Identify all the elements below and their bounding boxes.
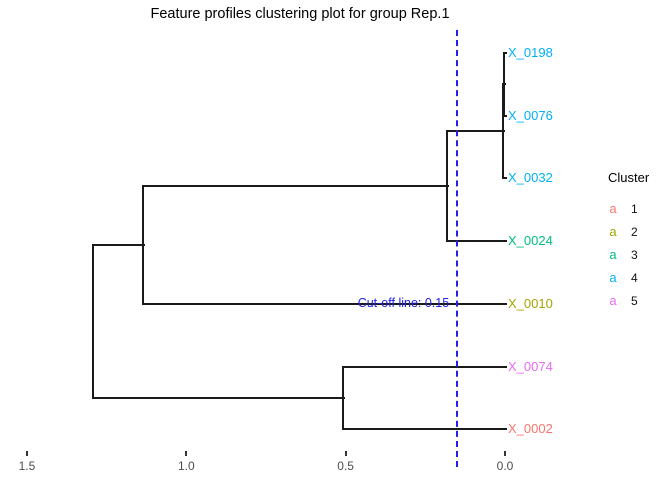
leaf-label: X_0010	[508, 295, 553, 311]
dendrogram-branch	[91, 244, 145, 247]
legend-key-glyph: a	[609, 270, 617, 285]
legend-title: Cluster	[608, 170, 650, 185]
cutoff-line	[456, 30, 459, 467]
leaf-label: X_0074	[508, 358, 553, 374]
axis-tick-label: 0.0	[496, 459, 514, 473]
axis-tick-mark	[344, 451, 347, 456]
legend-item-label: 5	[631, 293, 638, 308]
axis-tick-label: 0.5	[337, 459, 354, 473]
legend-key-glyph: a	[609, 247, 617, 262]
legend-key-glyph: a	[609, 224, 617, 239]
axis-tick-mark	[25, 451, 28, 456]
axis-tick-label: 1.5	[18, 459, 36, 473]
dendrogram-branch	[502, 177, 507, 180]
dendrogram-branch	[91, 396, 346, 399]
dendrogram-branch	[502, 52, 507, 54]
dendrogram-branch	[141, 302, 507, 305]
axis-tick-mark	[185, 451, 188, 456]
leaf-label: X_0198	[508, 45, 553, 60]
legend-item-label: 2	[631, 224, 638, 239]
dendrogram-branch	[342, 428, 507, 431]
dendrogram-branch	[445, 130, 506, 133]
dendrogram-branch	[342, 365, 507, 368]
leaf-label: X_0032	[508, 170, 553, 186]
legend-key-glyph: a	[609, 201, 617, 216]
leaf-label: X_0076	[508, 107, 553, 123]
legend-key-glyph: a	[609, 293, 617, 308]
dendrogram-branch	[91, 244, 94, 399]
cutoff-label: Cut-off line: 0.15	[357, 295, 450, 310]
legend-item-label: 3	[631, 247, 638, 262]
legend-item-label: 1	[631, 201, 638, 216]
axis-tick-mark	[504, 451, 506, 456]
dendrogram-branch	[141, 185, 449, 188]
plot-title: Feature profiles clustering plot for gro…	[150, 6, 450, 22]
legend-item-label: 4	[631, 270, 638, 285]
dendrogram-branch	[445, 240, 507, 243]
leaf-label: X_0024	[508, 233, 553, 249]
dendrogram-branch	[502, 83, 506, 86]
axis-tick-label: 1.0	[177, 459, 195, 473]
dendrogram-branch	[502, 114, 507, 117]
leaf-label: X_0002	[508, 421, 553, 437]
